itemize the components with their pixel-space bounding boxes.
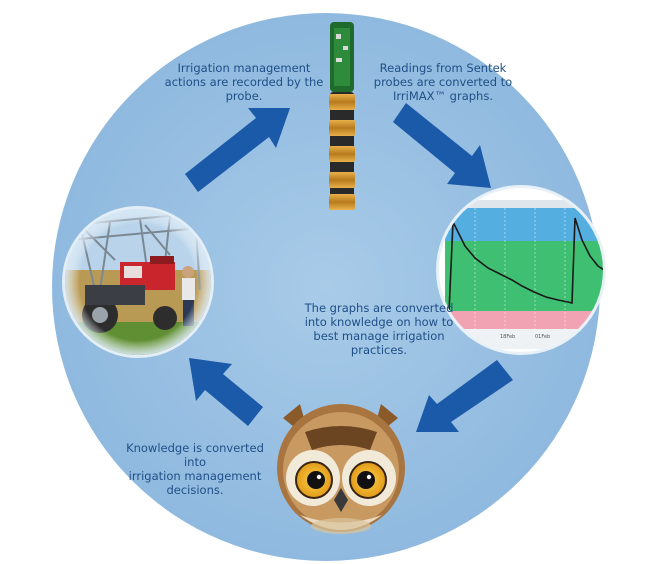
caption-graphs-knowledge: The graphs are converted into knowledge … bbox=[286, 301, 472, 357]
svg-text:01Feb: 01Feb bbox=[535, 334, 550, 340]
caption-readings-converted: Readings from Sentek probes are converte… bbox=[368, 61, 518, 103]
svg-text:18Feb: 18Feb bbox=[500, 334, 515, 340]
caption-knowledge-decisions: Knowledge is converted into irrigation m… bbox=[120, 441, 270, 497]
soil-probe-icon bbox=[329, 22, 355, 210]
caption-probe-record: Irrigation management actions are record… bbox=[160, 61, 328, 103]
